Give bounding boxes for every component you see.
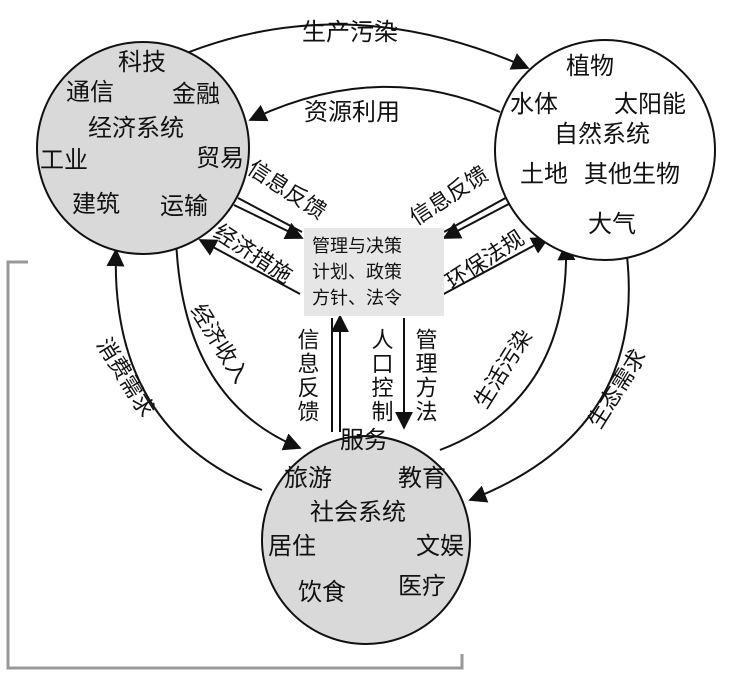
nature-item-solar: 太阳能	[614, 90, 686, 118]
economic-system-circle	[36, 41, 250, 255]
econ-system-title: 经济系统	[88, 114, 184, 142]
social-item-service: 服务	[340, 426, 388, 454]
label-social-info-feedback: 信息反馈	[294, 328, 320, 424]
social-system-circle	[261, 435, 471, 645]
nature-system-title: 自然系统	[554, 120, 650, 148]
social-item-medical: 医疗	[398, 572, 446, 600]
econ-item-trade: 贸易	[196, 144, 244, 172]
center-line-1: 管理与决策	[312, 236, 402, 257]
label-production-pollution: 生产污染	[302, 18, 398, 46]
social-system-title: 社会系统	[310, 498, 406, 526]
arrow-eco-demand	[468, 247, 630, 503]
label-consumer-demand: 消费需求	[91, 334, 159, 422]
label-economic-measures: 经济措施	[209, 220, 296, 289]
econ-item-comm: 通信	[66, 78, 114, 106]
arrow-consumer-demand	[106, 248, 263, 491]
center-management-box	[304, 228, 444, 316]
social-item-entertainment: 文娱	[416, 532, 464, 560]
social-item-education: 教育	[398, 464, 446, 492]
social-item-food: 饮食	[298, 578, 346, 606]
nature-item-atmosphere: 大气	[588, 210, 636, 238]
arrow-econ-info-b	[233, 204, 304, 240]
nature-item-land: 土地	[520, 160, 568, 188]
arrow-living-pollution	[439, 242, 576, 451]
arrow-resource-use	[248, 85, 501, 122]
natural-system-circle	[494, 39, 716, 261]
label-living-pollution: 生活污染	[470, 325, 538, 413]
arrow-economic-income	[175, 237, 302, 451]
econ-item-tech: 科技	[118, 48, 166, 76]
econ-item-transport: 运输	[160, 192, 208, 220]
consumer-feedback-bracket	[6, 260, 464, 670]
nature-item-plants: 植物	[566, 52, 614, 80]
econ-item-construction: 建筑	[72, 190, 120, 218]
center-line-3: 方针、法令	[312, 288, 402, 309]
label-economic-income: 经济收入	[185, 300, 253, 388]
center-line-2: 计划、政策	[312, 262, 402, 283]
label-management-methods: 管理方法	[412, 328, 438, 424]
arrow-economic-measures	[198, 239, 301, 295]
nature-item-other-life: 其他生物	[584, 160, 680, 188]
arrow-env-laws	[439, 237, 550, 297]
label-resource-use: 资源利用	[304, 98, 400, 126]
social-item-tourism: 旅游	[284, 464, 332, 492]
social-item-housing: 居住	[268, 532, 316, 560]
label-env-laws: 环保法规	[442, 226, 529, 295]
nature-item-water: 水体	[510, 90, 558, 118]
label-nature-info-feedback: 信息反馈	[406, 162, 493, 231]
arrow-production-pollution	[147, 23, 530, 71]
econ-item-finance: 金融	[172, 80, 220, 108]
label-population-control: 人口控制	[368, 328, 394, 424]
econ-item-industry: 工业	[40, 146, 88, 174]
